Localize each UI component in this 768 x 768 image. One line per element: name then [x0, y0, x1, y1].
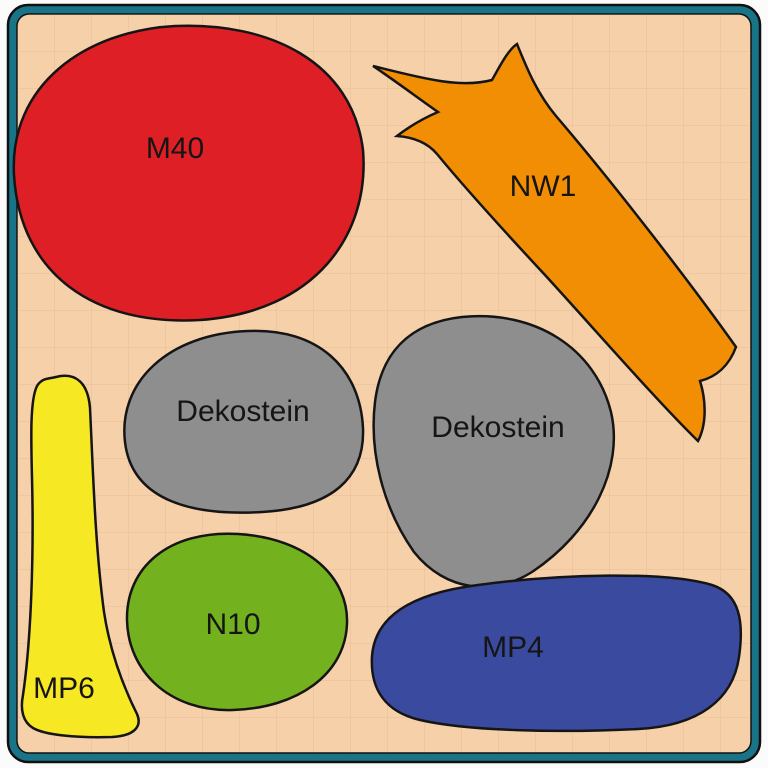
label-dekostein-left: Dekostein [176, 395, 309, 428]
shape-m40 [12, 24, 365, 322]
shape-n10 [125, 532, 349, 712]
label-mp6: MP6 [33, 672, 95, 705]
label-mp4: MP4 [482, 631, 544, 664]
label-n10: N10 [205, 608, 260, 641]
shape-dekostein-left [123, 329, 365, 514]
label-nw1: NW1 [510, 170, 577, 203]
label-dekostein-right: Dekostein [431, 411, 564, 444]
shape-nw1 [372, 42, 738, 444]
shape-mp4 [370, 574, 743, 733]
shape-mp6 [20, 374, 140, 739]
label-m40: M40 [146, 132, 204, 165]
